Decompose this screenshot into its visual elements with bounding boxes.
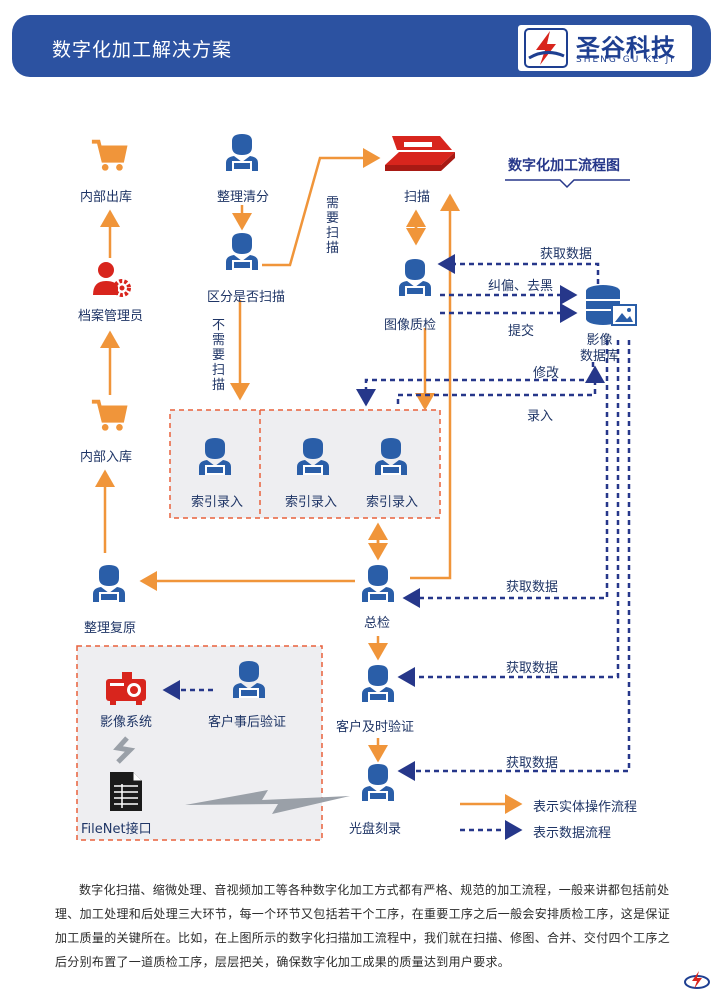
index-entry-box-border (169, 409, 441, 519)
image-system-projector-icon (106, 672, 146, 705)
edge-get-data-3 (397, 340, 620, 687)
person-final-check-icon (362, 565, 394, 602)
cart-out-icon (90, 139, 128, 173)
node-archive-admin: 档案管理员 (78, 309, 144, 324)
person-distinguish-icon (226, 233, 258, 270)
node-restore: 整理复原 (84, 621, 137, 636)
node-final-check: 总检 (364, 616, 391, 631)
admin-gear-icon (93, 262, 131, 297)
person-client-now-icon (362, 665, 394, 702)
legend-data: 表示数据流程 (533, 826, 612, 841)
cart-in-icon (90, 399, 128, 433)
person-restore-icon (93, 565, 125, 602)
legend-physical: 表示实体操作流程 (533, 800, 638, 815)
company-logo: 圣谷科技 SHENG GU KE JI (518, 25, 692, 71)
edge-get-data-4 (397, 340, 631, 781)
node-internal-in: 内部入库 (80, 450, 133, 465)
node-filenet: FileNet接口 (81, 822, 152, 837)
lightning-logo-icon (524, 28, 568, 68)
edge-label-get-data-2: 获取数据 (506, 580, 559, 595)
lightning-imgsys-filenet-icon (113, 736, 136, 764)
edge-label-modify: 修改 (533, 366, 560, 381)
edge-get-data-1 (437, 254, 600, 284)
node-sort-clean: 整理清分 (217, 190, 270, 205)
edge-label-get-data-1: 获取数据 (540, 247, 593, 262)
node-index-3: 索引录入 (366, 495, 419, 510)
edge-label-get-data-4: 获取数据 (506, 756, 559, 771)
lightning-filenet-disc-icon (185, 790, 350, 814)
edge-label-get-data-3: 获取数据 (506, 661, 559, 676)
image-database-icon (586, 285, 637, 326)
node-index-2: 索引录入 (285, 495, 338, 510)
node-distinguish: 区分是否扫描 (207, 290, 286, 305)
node-internal-out: 内部出库 (80, 190, 133, 205)
edge-get-data-2 (402, 340, 609, 608)
edge-label-deskew: 纠偏、去黑 (488, 279, 554, 294)
title-underline (505, 179, 630, 189)
edge-need-scan (262, 148, 381, 267)
edge-final-to-scan (410, 193, 460, 580)
flow-diagram (76, 134, 637, 841)
node-index-1: 索引录入 (191, 495, 244, 510)
description-paragraph: 数字化扫描、缩微处理、音视频加工等各种数字化加工方式都有严格、规范的加工流程，一… (55, 883, 671, 969)
edge-label-no-scan: 不需要扫描 (212, 318, 226, 393)
logo-name-en: SHENG GU KE JI (576, 55, 675, 65)
logo-name-cn: 圣谷科技 (576, 34, 676, 62)
page-title: 数字化加工解决方案 (52, 39, 233, 61)
node-scan: 扫描 (404, 190, 431, 205)
edge-label-enter: 录入 (527, 409, 554, 424)
person-disc-icon (362, 764, 394, 801)
edge-label-submit: 提交 (508, 324, 535, 339)
corner-logo-icon (684, 971, 710, 989)
person-sort-icon (226, 134, 258, 171)
filenet-document-icon (110, 772, 142, 811)
edge-enter (396, 365, 605, 404)
node-image-db: 影像 数据库 (580, 333, 620, 364)
verify-system-box-border (76, 645, 323, 841)
node-image-system: 影像系统 (100, 715, 153, 730)
node-disc-burn: 光盘刻录 (349, 822, 402, 837)
node-client-verify-now: 客户及时验证 (336, 720, 415, 735)
node-client-verify-after: 客户事后验证 (208, 715, 287, 730)
person-qc-icon (399, 259, 431, 296)
edge-label-need-scan: 需要扫描 (326, 196, 340, 256)
node-image-qc: 图像质检 (384, 318, 437, 333)
diagram-title: 数字化加工流程图 (508, 158, 620, 174)
scanner-icon (385, 136, 455, 171)
